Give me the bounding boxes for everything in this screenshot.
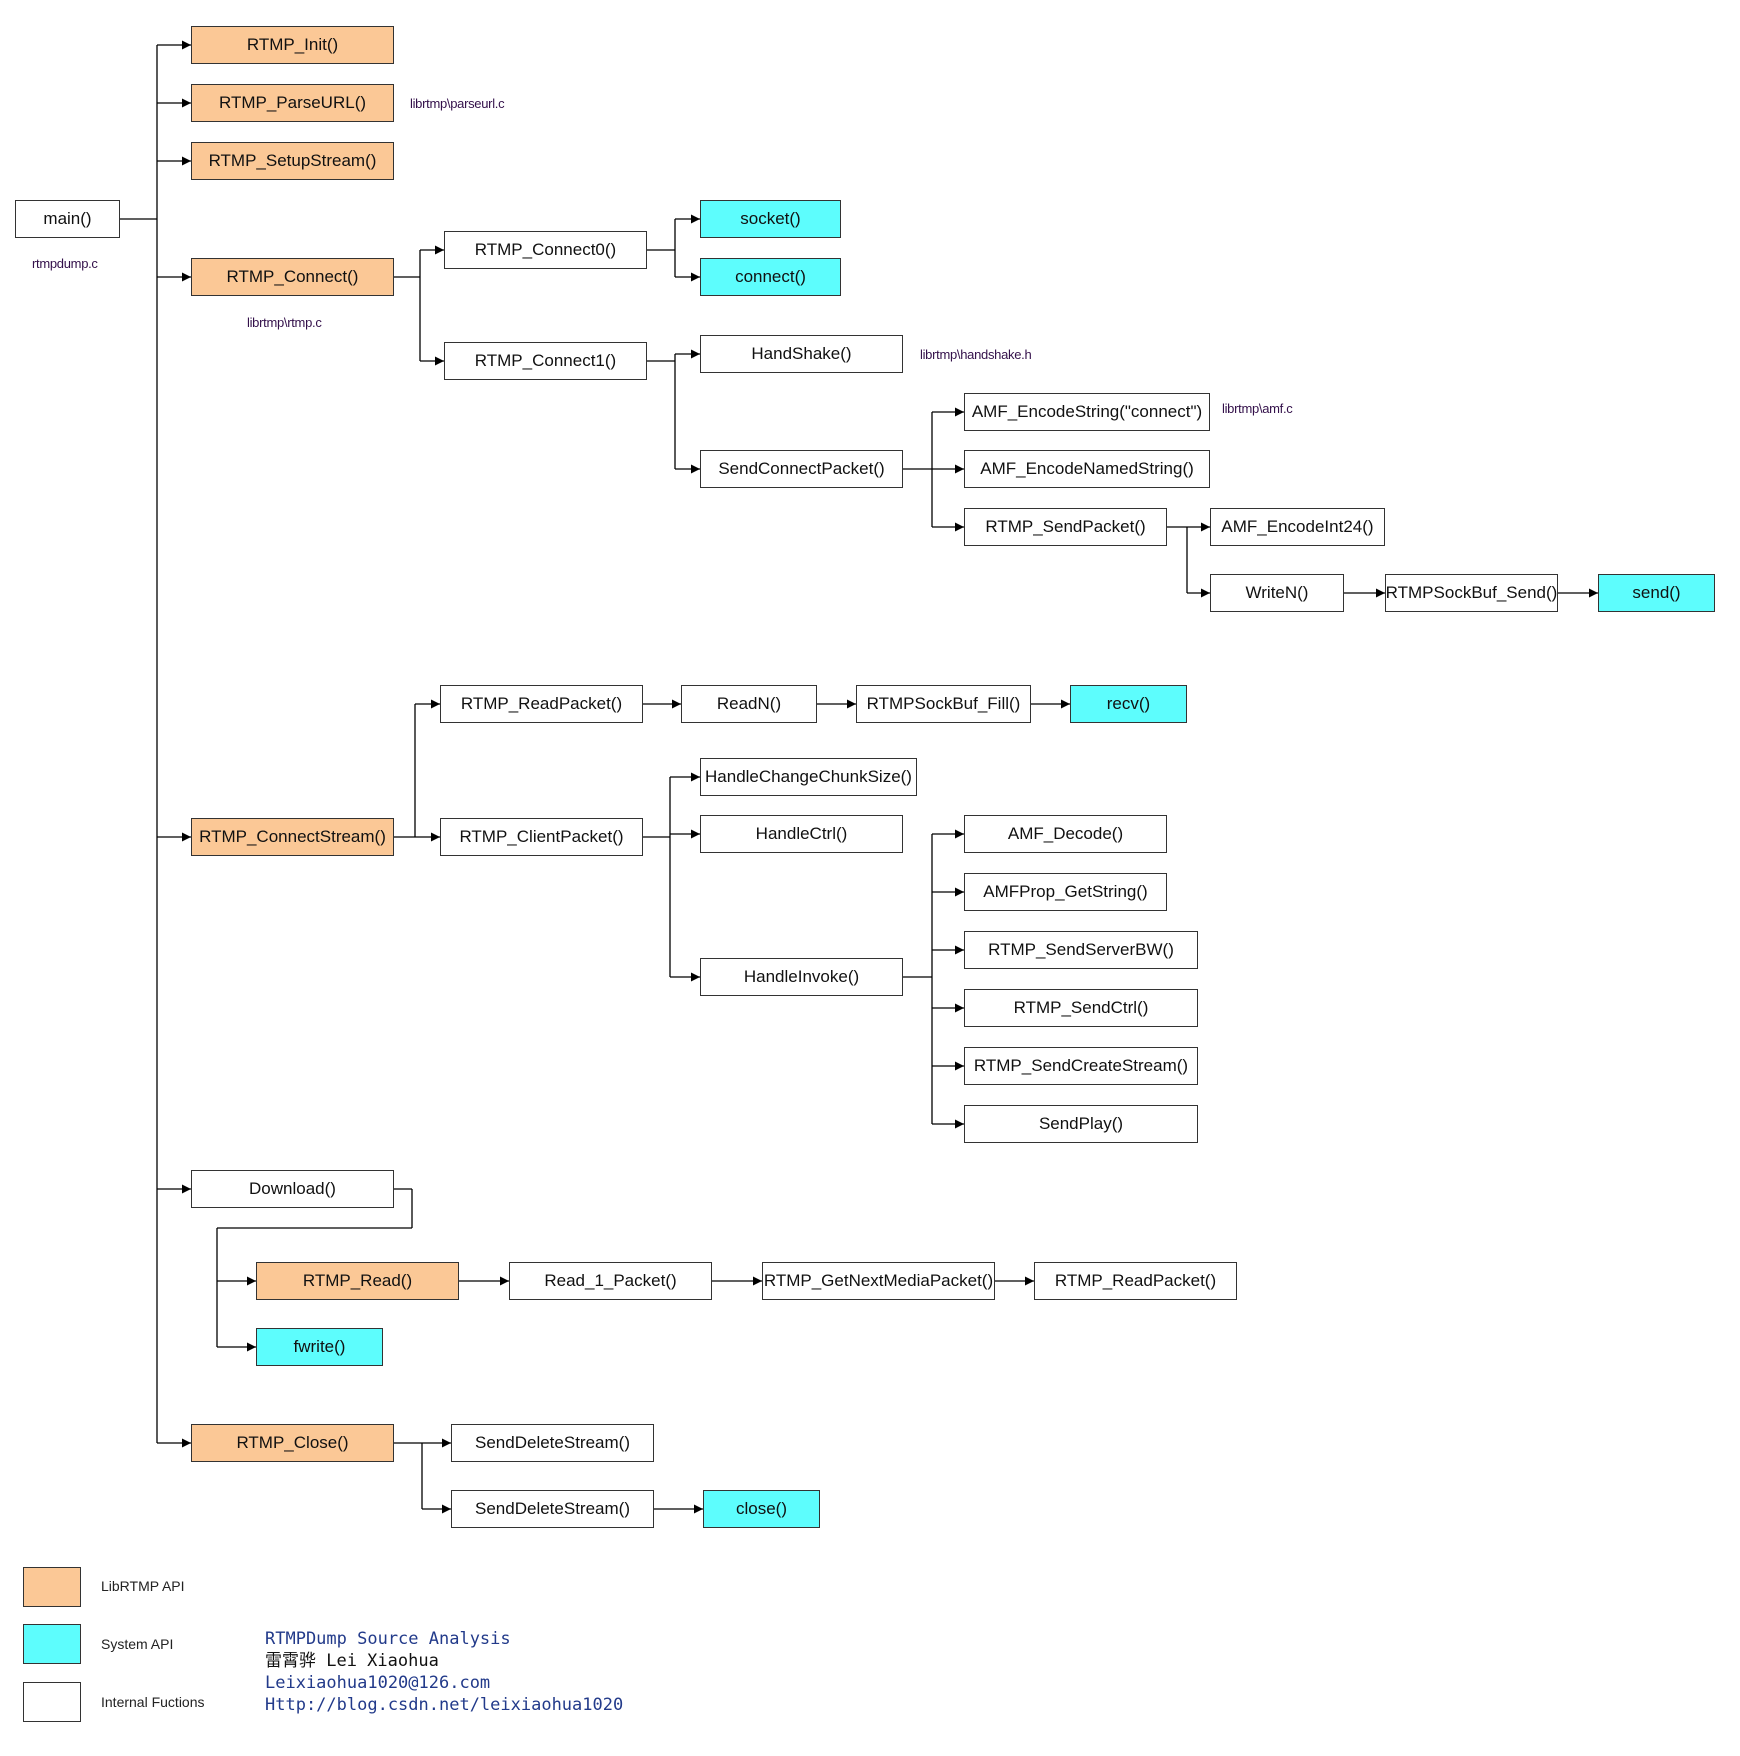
readn-box: ReadN() — [681, 685, 817, 723]
rtmp-getnextmediapacket-box: RTMP_GetNextMediaPacket() — [762, 1262, 995, 1300]
main-function-box: main() — [15, 200, 120, 238]
legend-swatch-internal — [23, 1682, 81, 1722]
sendplay-box: SendPlay() — [964, 1105, 1198, 1143]
rtmp-sendserverbw-box: RTMP_SendServerBW() — [964, 931, 1198, 969]
sendconnectpacket-box: SendConnectPacket() — [700, 450, 903, 488]
credits-email: Leixiaohua1020@126.com — [265, 1673, 491, 1693]
rtmp-c-label: librtmp\rtmp.c — [247, 315, 322, 330]
rtmp-readpacket-box: RTMP_ReadPacket() — [440, 685, 643, 723]
send-box: send() — [1598, 574, 1715, 612]
rtmpdump-c-label: rtmpdump.c — [32, 256, 98, 271]
rtmp-connectstream-box: RTMP_ConnectStream() — [191, 818, 394, 856]
rtmpsockbuf-send-box: RTMPSockBuf_Send() — [1385, 574, 1558, 612]
fwrite-box: fwrite() — [256, 1328, 383, 1366]
credits-url: Http://blog.csdn.net/leixiaohua1020 — [265, 1695, 624, 1715]
read-1-packet-box: Read_1_Packet() — [509, 1262, 712, 1300]
rtmp-clientpacket-box: RTMP_ClientPacket() — [440, 818, 643, 856]
amf-c-label: librtmp\amf.c — [1222, 401, 1293, 416]
amf-encodenamedstring-box: AMF_EncodeNamedString() — [964, 450, 1210, 488]
download-box: Download() — [191, 1170, 394, 1208]
senddeletestream-1-box: SendDeleteStream() — [451, 1424, 654, 1462]
recv-box: recv() — [1070, 685, 1187, 723]
handleinvoke-box: HandleInvoke() — [700, 958, 903, 996]
handlechangechunksize-box: HandleChangeChunkSize() — [700, 758, 917, 796]
credits-block: RTMPDump Source Analysis 雷霄骅 Lei Xiaohua… — [265, 1628, 623, 1716]
credits-title: RTMPDump Source Analysis — [265, 1629, 511, 1649]
amf-decode-box: AMF_Decode() — [964, 815, 1167, 853]
rtmp-connect-box: RTMP_Connect() — [191, 258, 394, 296]
rtmp-close-box: RTMP_Close() — [191, 1424, 394, 1462]
handshake-box: HandShake() — [700, 335, 903, 373]
amfprop-getstring-box: AMFProp_GetString() — [964, 873, 1167, 911]
legend-swatch-lib — [23, 1567, 81, 1607]
rtmp-read-box: RTMP_Read() — [256, 1262, 459, 1300]
senddeletestream-2-box: SendDeleteStream() — [451, 1490, 654, 1528]
legend-label-lib: LibRTMP API — [101, 1578, 185, 1594]
rtmp-connect0-box: RTMP_Connect0() — [444, 231, 647, 269]
rtmpsockbuf-fill-box: RTMPSockBuf_Fill() — [856, 685, 1031, 723]
writen-box: WriteN() — [1210, 574, 1344, 612]
legend-label-internal: Internal Fuctions — [101, 1694, 205, 1710]
rtmp-sendpacket-box: RTMP_SendPacket() — [964, 508, 1167, 546]
close-box: close() — [703, 1490, 820, 1528]
amf-encodestring-box: AMF_EncodeString("connect") — [964, 393, 1210, 431]
rtmp-setupstream-box: RTMP_SetupStream() — [191, 142, 394, 180]
socket-box: socket() — [700, 200, 841, 238]
rtmp-parseurl-box: RTMP_ParseURL() — [191, 84, 394, 122]
rtmp-sendctrl-box: RTMP_SendCtrl() — [964, 989, 1198, 1027]
rtmp-connect1-box: RTMP_Connect1() — [444, 342, 647, 380]
rtmp-sendcreatestream-box: RTMP_SendCreateStream() — [964, 1047, 1198, 1085]
parseurl-c-label: librtmp\parseurl.c — [410, 96, 505, 111]
rtmp-readpacket-2-box: RTMP_ReadPacket() — [1034, 1262, 1237, 1300]
legend-label-sys: System API — [101, 1636, 174, 1652]
handlectrl-box: HandleCtrl() — [700, 815, 903, 853]
rtmp-init-box: RTMP_Init() — [191, 26, 394, 64]
amf-encodeint24-box: AMF_EncodeInt24() — [1210, 508, 1385, 546]
credits-author: 雷霄骅 Lei Xiaohua — [265, 1651, 439, 1671]
connect-box: connect() — [700, 258, 841, 296]
legend-swatch-sys — [23, 1624, 81, 1664]
handshake-h-label: librtmp\handshake.h — [920, 347, 1032, 362]
